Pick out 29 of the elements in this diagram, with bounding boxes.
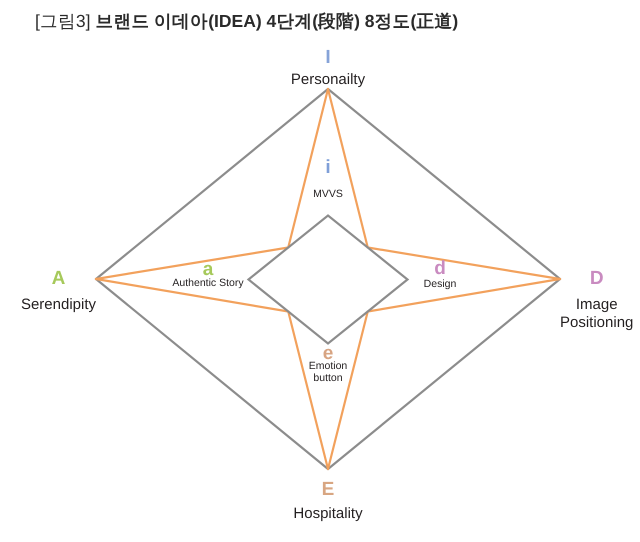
- connector-line: [94, 246, 290, 280]
- letter-label: a: [202, 263, 214, 277]
- letter-label: A: [52, 268, 66, 290]
- connector-line: [326, 88, 562, 280]
- term-label: Hospitality: [293, 505, 363, 523]
- connector-line: [326, 310, 369, 470]
- connector-line: [326, 278, 562, 470]
- term-label: Emotion button: [308, 360, 348, 384]
- connector-line: [94, 278, 290, 313]
- connector-line: [326, 88, 369, 249]
- connector-line: [94, 88, 330, 280]
- letter-label: D: [590, 268, 604, 290]
- letter-label: d: [434, 261, 446, 277]
- term-label: Serendipity: [20, 296, 96, 314]
- letter-label: e: [322, 347, 334, 360]
- letter-label: I: [325, 47, 331, 69]
- term-label: Image Positioning: [560, 296, 634, 332]
- letter-label: i: [325, 160, 331, 176]
- term-label: Design: [424, 278, 456, 291]
- connector-line: [287, 310, 330, 470]
- term-label: Personailty: [290, 71, 366, 89]
- letter-label: E: [322, 479, 334, 501]
- figure-title: [그림3] 브랜드 이데아(IDEA) 4단계(段階) 8정도(正道): [35, 10, 458, 33]
- connector-line: [366, 246, 562, 280]
- term-label: Authentic Story: [172, 277, 244, 290]
- term-label: MVVS: [313, 188, 343, 201]
- connector-line: [366, 278, 562, 313]
- connector-line: [94, 278, 330, 470]
- connector-line: [287, 88, 330, 249]
